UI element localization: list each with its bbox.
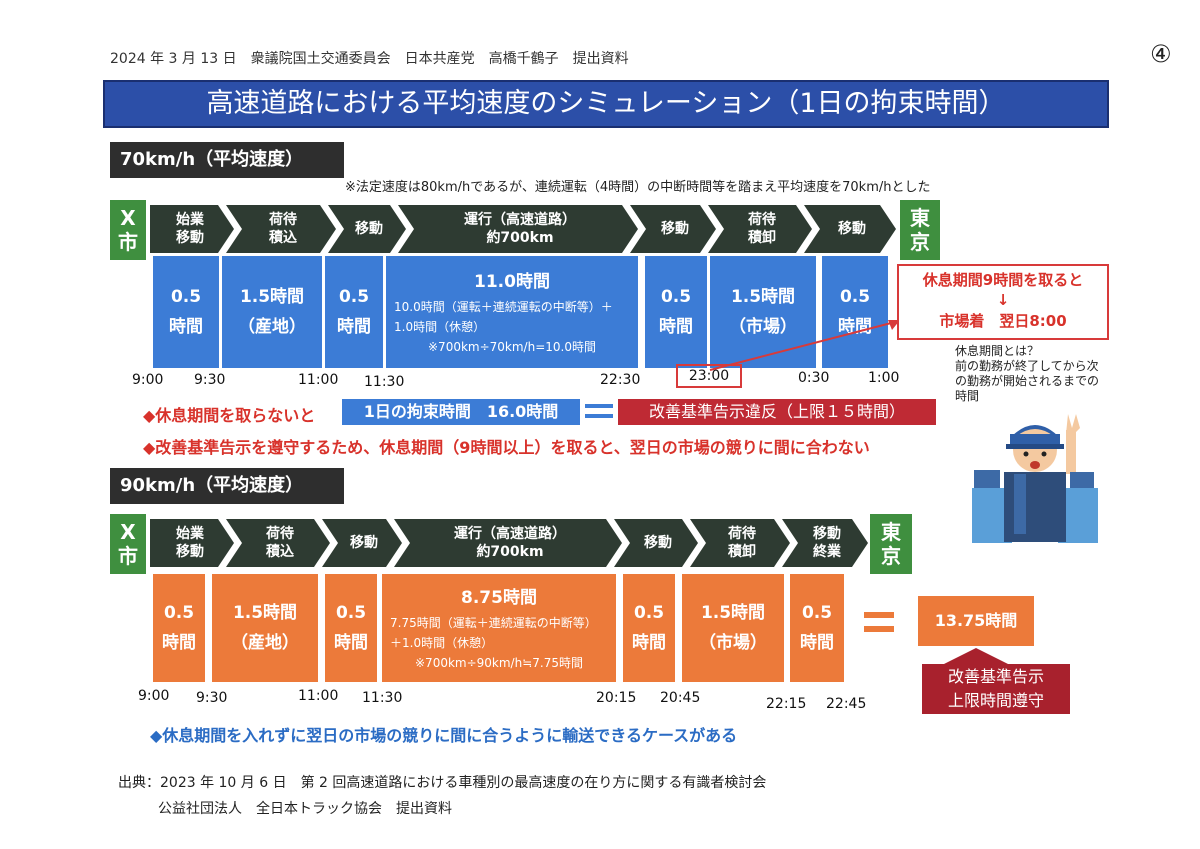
section1-box-6: 1.5時間 （市場）	[710, 256, 816, 368]
section1-bullet1: ◆休息期間を取らないと	[143, 406, 316, 425]
section1-total: 1日の拘束時間 16.0時間	[342, 399, 580, 425]
section1-step-1: 始業 移動	[150, 205, 234, 253]
section2-time-2: 9:30	[196, 690, 228, 706]
footer-source: 出典：2023 年 10 月 6 日 第 2 回高速道路における車種別の最高速度…	[118, 775, 767, 791]
up-arrow-icon	[940, 648, 1012, 666]
page-number: ④	[1150, 40, 1172, 68]
section1-time-4: 11:30	[364, 374, 405, 390]
equals-bar-bottom	[864, 626, 894, 632]
box-detail: 10.0時間（運転＋連続運転の中断等）＋1.0時間（休憩）	[394, 300, 613, 334]
rest-definition: 休息期間とは？ 前の勤務が終了してから次の勤務が開始されるまでの時間	[955, 344, 1105, 404]
section1-step-5: 移動	[630, 205, 716, 253]
box-value: 0.5 時間	[337, 287, 371, 337]
box-detail: 7.75時間（運転＋連続運転の中断等）＋1.0時間（休憩）	[390, 616, 597, 650]
section1-time-5: 22:30	[600, 372, 641, 388]
truck-driver-illustration-icon	[972, 414, 1098, 543]
box-value: 1.5時間 （市場）	[699, 603, 767, 653]
section2-box-3: 0.5 時間	[325, 574, 377, 682]
section1-end-city: 東 京	[900, 200, 940, 260]
section1-box-7: 0.5 時間	[822, 256, 888, 368]
section2-box-5: 0.5 時間	[623, 574, 675, 682]
equals-bar-top	[864, 612, 894, 618]
section1-note: ※法定速度は80km/hであるが、連続運転（4時間）の中断時間等を踏まえ平均速度…	[345, 180, 931, 195]
section2-start-city: X 市	[110, 514, 146, 574]
box-value: 0.5 時間	[169, 287, 203, 337]
section2-step-7: 移動 終業	[782, 519, 868, 567]
section1-box-2: 1.5時間 （産地）	[222, 256, 322, 368]
rest-arrow: ↓	[996, 291, 1010, 309]
section2-step-2: 荷待 積込	[226, 519, 330, 567]
section1-step-2: 荷待 積込	[226, 205, 336, 253]
section1-violation: 改善基準告示違反（上限１５時間）	[618, 399, 936, 425]
section2-step-6: 荷待 積卸	[690, 519, 790, 567]
box-value: 0.5 時間	[838, 287, 872, 337]
rest-definition-question: 休息期間とは？	[955, 344, 1040, 358]
section2-box-4: 8.75時間 7.75時間（運転＋連続運転の中断等）＋1.0時間（休憩） ※70…	[382, 574, 616, 682]
section2-step-3: 移動	[322, 519, 402, 567]
section2-step-4: 運行（高速道路） 約700km	[394, 519, 622, 567]
rest-period-box: 休息期間9時間を取ると ↓ 市場着 翌日8:00	[897, 264, 1109, 340]
section1-bullet2: ◆改善基準告示を遵守するため、休息期間（9時間以上）を取ると、翌日の市場の競りに…	[143, 438, 870, 457]
section2-time-1: 9:00	[138, 688, 170, 704]
box-value: 0.5 時間	[334, 603, 368, 653]
box-value: 1.5時間 （市場）	[729, 287, 797, 337]
section2-bullet: ◆休息期間を入れずに翌日の市場の競りに間に合うように輸送できるケースがある	[150, 726, 738, 745]
section2-box-7: 0.5 時間	[790, 574, 844, 682]
box-value: 0.5 時間	[800, 603, 834, 653]
box-value: 0.5 時間	[659, 287, 693, 337]
section1-box-1: 0.5 時間	[153, 256, 219, 368]
section1-time-2: 9:30	[194, 372, 226, 388]
section1-time-3: 11:00	[298, 372, 339, 388]
section1-time-8: 1:00	[868, 370, 900, 386]
section2-end-city: 東 京	[870, 514, 912, 574]
page-title: 高速道路における平均速度のシミュレーション（1日の拘束時間）	[103, 80, 1109, 128]
section2-time-7: 22:15	[766, 696, 807, 712]
section1-step-3: 移動	[328, 205, 406, 253]
footer-org: 公益社団法人 全日本トラック協会 提出資料	[158, 801, 452, 817]
box-value: 0.5 時間	[162, 603, 196, 653]
section2-box-2: 1.5時間 （産地）	[212, 574, 318, 682]
section2-time-6: 20:45	[660, 690, 701, 706]
section1-time-7: 0:30	[798, 370, 830, 386]
section1-box-3: 0.5 時間	[325, 256, 383, 368]
section2-time-5: 20:15	[596, 690, 637, 706]
arrow-line-icon	[709, 320, 900, 371]
box-value: 1.5時間 （産地）	[238, 287, 306, 337]
section2-step-1: 始業 移動	[150, 519, 234, 567]
rest-line2: 市場着 翌日8:00	[939, 312, 1067, 330]
box-value: 11.0時間	[474, 272, 550, 292]
section1-time-6: 23:00	[676, 364, 742, 388]
section2-title: 90km/h（平均速度）	[110, 468, 344, 504]
section1-time-1: 9:00	[132, 372, 164, 388]
section1-step-7: 移動	[804, 205, 896, 253]
header-note: 2024 年 3 月 13 日 衆議院国土交通委員会 日本共産党 高橋千鶴子 提…	[110, 51, 629, 67]
section2-compliance: 改善基準告示 上限時間遵守	[922, 664, 1070, 714]
section1-title: 70km/h（平均速度）	[110, 142, 344, 178]
section2-time-4: 11:30	[362, 690, 403, 706]
rest-definition-answer: 前の勤務が終了してから次の勤務が開始されるまでの時間	[955, 359, 1100, 403]
section1-start-city: X 市	[110, 200, 146, 260]
section2-step-5: 移動	[614, 519, 698, 567]
section1-step-6: 荷待 積卸	[708, 205, 812, 253]
box-formula: ※700km÷90km/h≒7.75時間	[415, 656, 583, 670]
equals-bar-bottom	[585, 414, 613, 418]
section1-step-4: 運行（高速道路） 約700km	[398, 205, 638, 253]
box-value: 8.75時間	[461, 588, 537, 608]
box-value: 0.5 時間	[632, 603, 666, 653]
section2-total: 13.75時間	[918, 596, 1034, 646]
equals-bar-top	[585, 404, 613, 408]
rest-line1: 休息期間9時間を取ると	[922, 271, 1084, 289]
section1-box-5: 0.5 時間	[645, 256, 707, 368]
box-formula: ※700km÷70km/h=10.0時間	[428, 340, 596, 354]
section2-box-6: 1.5時間 （市場）	[682, 574, 784, 682]
box-value: 1.5時間 （産地）	[231, 603, 299, 653]
section1-box-4: 11.0時間 10.0時間（運転＋連続運転の中断等）＋1.0時間（休憩） ※70…	[386, 256, 638, 368]
section2-time-3: 11:00	[298, 688, 339, 704]
section2-time-8: 22:45	[826, 696, 867, 712]
section2-box-1: 0.5 時間	[153, 574, 205, 682]
